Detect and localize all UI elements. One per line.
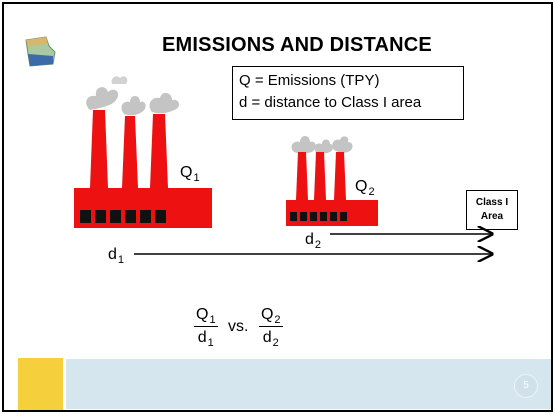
comparison-expression: Q1 d1 vs. Q2 d2 (194, 306, 283, 349)
footer-bar (66, 359, 551, 409)
slide-title: EMISSIONS AND DISTANCE (162, 34, 432, 56)
legend-line-distance: d = distance to Class I area (239, 94, 422, 111)
class-area-line1: Class I (475, 197, 509, 208)
slide: EMISSIONS AND DISTANCE Q = Emissions (TP… (2, 2, 553, 412)
factory-large-icon (74, 76, 212, 228)
distance2-label: d2 (305, 231, 322, 251)
factory1-label: Q1 (180, 164, 200, 184)
page-number: 5 (514, 374, 538, 398)
distance1-label: d1 (108, 246, 125, 266)
distance-arrows (134, 4, 555, 414)
fraction-left: Q1 d1 (194, 306, 218, 349)
fraction-right: Q2 d2 (258, 306, 283, 349)
factory2-label: Q2 (355, 178, 375, 198)
vs-text: vs. (228, 317, 249, 335)
legend-box: Q = Emissions (TPY) d = distance to Clas… (232, 66, 464, 120)
class-area-line2: Area (480, 211, 504, 222)
footer-accent-square (18, 358, 63, 410)
legend-line-emissions: Q = Emissions (TPY) (239, 72, 380, 89)
factory-small-icon (286, 136, 378, 226)
georgia-map-logo-icon (25, 36, 56, 67)
